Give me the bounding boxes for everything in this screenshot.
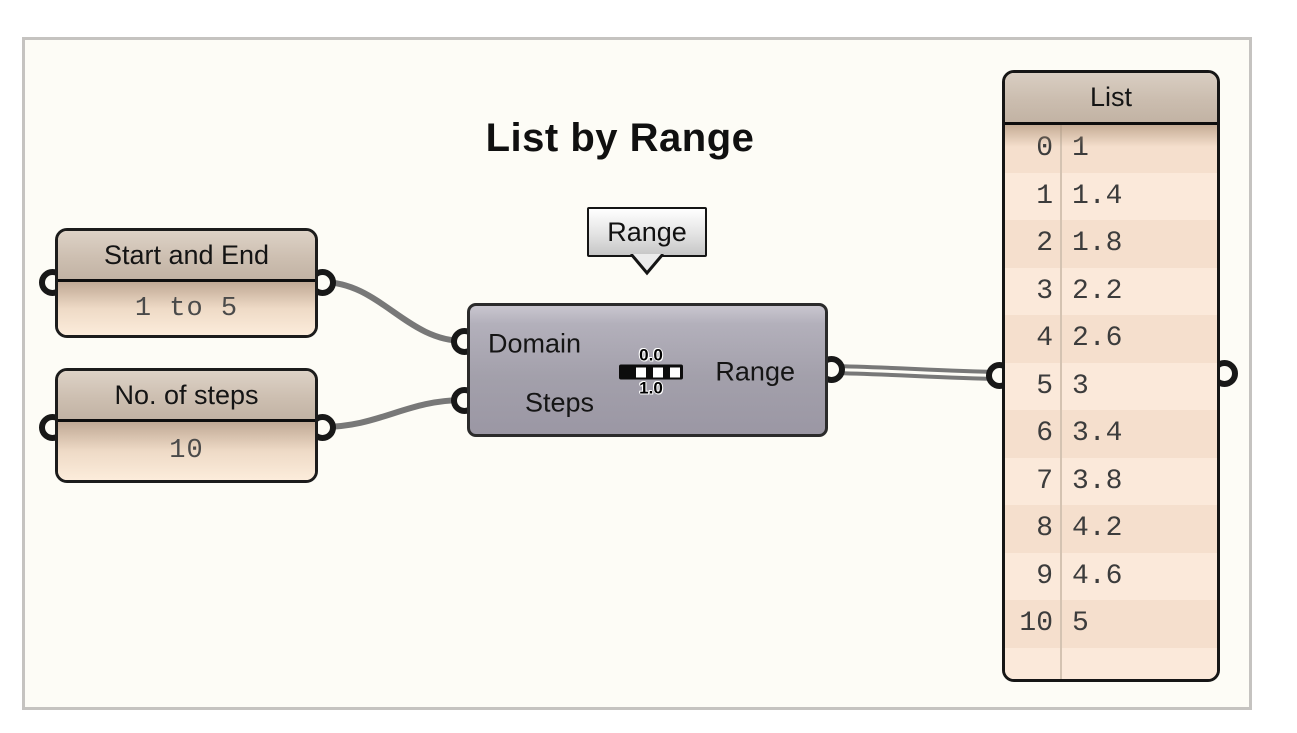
- icon-domain-min-label: 0.0: [639, 345, 663, 365]
- row-value: 1.4: [1072, 180, 1123, 212]
- row-value: 1.8: [1072, 228, 1123, 260]
- panel-header: No. of steps: [58, 371, 315, 422]
- row-index: 3: [1036, 275, 1053, 307]
- page-title: List by Range: [485, 116, 755, 160]
- list-header: List: [1005, 73, 1217, 125]
- panel-value[interactable]: 1 to 5: [58, 282, 315, 335]
- range-output-label: Range: [715, 356, 795, 387]
- row-index: 8: [1036, 513, 1053, 545]
- row-index: 10: [1019, 608, 1053, 640]
- panel-header: Start and End: [58, 231, 315, 282]
- index-divider-line: [1060, 125, 1062, 679]
- row-value: 5: [1072, 608, 1089, 640]
- row-value: 3.8: [1072, 465, 1123, 497]
- row-index: 4: [1036, 323, 1053, 355]
- row-value: 3: [1072, 370, 1089, 402]
- panel-start-and-end[interactable]: Start and End 1 to 5: [55, 228, 318, 338]
- row-value: 1: [1072, 133, 1089, 165]
- row-value: 2.6: [1072, 323, 1123, 355]
- range-tooltip: Range: [587, 207, 707, 276]
- domain-input-label: Domain: [488, 328, 582, 359]
- row-value: 4.6: [1072, 560, 1123, 592]
- domain-bar-icon: [619, 364, 683, 380]
- row-index: 9: [1036, 560, 1053, 592]
- steps-input-label: Steps: [525, 387, 595, 418]
- list-row: 10 5: [1005, 600, 1217, 648]
- row-value: 4.2: [1072, 513, 1123, 545]
- range-component[interactable]: Domain Steps Range 0.0 1.0: [467, 303, 828, 437]
- row-index: 7: [1036, 465, 1053, 497]
- panel-no-of-steps[interactable]: No. of steps 10: [55, 368, 318, 483]
- row-index: 6: [1036, 418, 1053, 450]
- row-index: 0: [1036, 133, 1053, 165]
- panel-value[interactable]: 10: [58, 422, 315, 480]
- row-value: 2.2: [1072, 275, 1123, 307]
- tooltip-pointer-icon: [629, 254, 665, 276]
- range-domain-icon: 0.0 1.0: [619, 345, 683, 398]
- row-value: 3.4: [1072, 418, 1123, 450]
- tooltip-label: Range: [607, 216, 687, 247]
- icon-domain-max-label: 1.0: [639, 378, 663, 398]
- row-index: 5: [1036, 370, 1053, 402]
- row-index: 2: [1036, 228, 1053, 260]
- row-index: 1: [1036, 180, 1053, 212]
